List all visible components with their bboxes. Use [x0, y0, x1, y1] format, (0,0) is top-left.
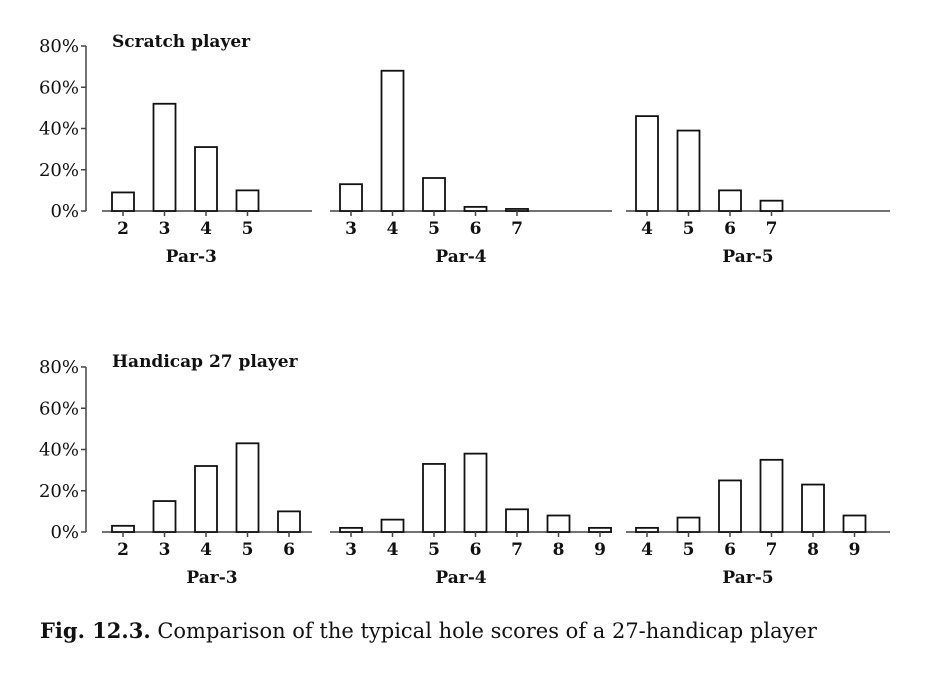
- x-tick-label: 4: [387, 540, 399, 560]
- bar: [463, 205, 488, 212]
- x-tick-label: 5: [683, 219, 695, 239]
- bar: [505, 508, 529, 533]
- bar: [546, 514, 571, 533]
- y-tick-label: 80%: [39, 36, 79, 57]
- bar: [463, 452, 488, 533]
- y-tick-label: 0%: [50, 522, 79, 543]
- bar: [505, 208, 529, 212]
- x-tick-label: 2: [117, 540, 129, 560]
- panel-label: Par-4: [435, 247, 486, 267]
- x-tick-label: 5: [683, 540, 695, 560]
- x-tick-label: 9: [849, 540, 861, 560]
- x-tick-label: 4: [200, 540, 212, 560]
- x-tick-label: 3: [345, 219, 357, 239]
- bar: [152, 500, 177, 533]
- x-tick-label: 5: [242, 540, 254, 560]
- x-tick-label: 6: [470, 219, 482, 239]
- bar: [194, 465, 218, 533]
- bar: [339, 183, 363, 212]
- x-tick-label: 3: [159, 540, 171, 560]
- bar: [635, 526, 659, 533]
- y-tick-label: 20%: [39, 481, 79, 502]
- x-tick-label: 7: [766, 540, 778, 560]
- bar: [235, 442, 260, 533]
- x-tick-label: 7: [511, 219, 523, 239]
- x-tick-label: 4: [387, 219, 399, 239]
- x-tick-label: 3: [345, 540, 357, 560]
- bar: [635, 115, 659, 212]
- x-tick-label: 5: [242, 219, 254, 239]
- bar: [422, 177, 446, 212]
- bar: [759, 458, 784, 533]
- figure-caption: Fig. 12.3. Comparison of the typical hol…: [40, 618, 920, 643]
- bar: [380, 69, 405, 212]
- chart-group-2: 0% 20% 40% 60% 80% Handicap 27 player 2 3 4 5 6Par…: [39, 352, 890, 588]
- x-tick-label: 6: [283, 540, 295, 560]
- x-tick-label: 8: [553, 540, 565, 560]
- x-tick-label: 5: [428, 540, 440, 560]
- panel-label: Par-3: [186, 568, 237, 588]
- x-tick-label: 3: [159, 219, 171, 239]
- bar: [111, 524, 135, 533]
- x-tick-label: 6: [470, 540, 482, 560]
- bar: [380, 518, 405, 533]
- bar: [152, 102, 177, 212]
- bar: [422, 463, 446, 533]
- caption-prefix: Fig. 12.3.: [40, 618, 151, 643]
- y-tick-label: 80%: [39, 357, 79, 378]
- chart-title: Scratch player: [112, 32, 251, 52]
- y-tick-label: 40%: [39, 440, 79, 461]
- panel-label: Par-5: [722, 568, 773, 588]
- bar: [676, 516, 701, 533]
- y-tick-label: 60%: [39, 398, 79, 419]
- panel-label: Par-3: [166, 247, 217, 267]
- y-tick-label: 40%: [39, 119, 79, 140]
- y-tick-label: 20%: [39, 160, 79, 181]
- panel-label: Par-4: [435, 568, 486, 588]
- x-tick-label: 6: [724, 219, 736, 239]
- x-tick-label: 7: [766, 219, 778, 239]
- bar: [588, 526, 612, 533]
- x-tick-label: 9: [594, 540, 606, 560]
- bar: [759, 199, 784, 212]
- bar: [111, 191, 135, 212]
- bar: [194, 146, 218, 212]
- panel-label: Par-5: [722, 247, 773, 267]
- y-tick-label: 0%: [50, 201, 79, 222]
- x-tick-label: 5: [428, 219, 440, 239]
- caption-text: Comparison of the typical hole scores of…: [150, 619, 817, 643]
- bar: [718, 189, 742, 212]
- bar: [339, 526, 363, 533]
- bar: [801, 483, 825, 533]
- x-tick-label: 8: [807, 540, 819, 560]
- chart-title: Handicap 27 player: [112, 352, 299, 372]
- bar: [277, 510, 301, 533]
- x-tick-label: 6: [724, 540, 736, 560]
- x-tick-label: 7: [511, 540, 523, 560]
- x-tick-label: 4: [641, 219, 653, 239]
- y-tick-label: 60%: [39, 77, 79, 98]
- bar: [676, 129, 701, 212]
- bar: [842, 514, 867, 533]
- bar: [235, 189, 260, 212]
- bar: [718, 479, 742, 533]
- x-tick-label: 2: [117, 219, 129, 239]
- x-tick-label: 4: [200, 219, 212, 239]
- x-tick-label: 4: [641, 540, 653, 560]
